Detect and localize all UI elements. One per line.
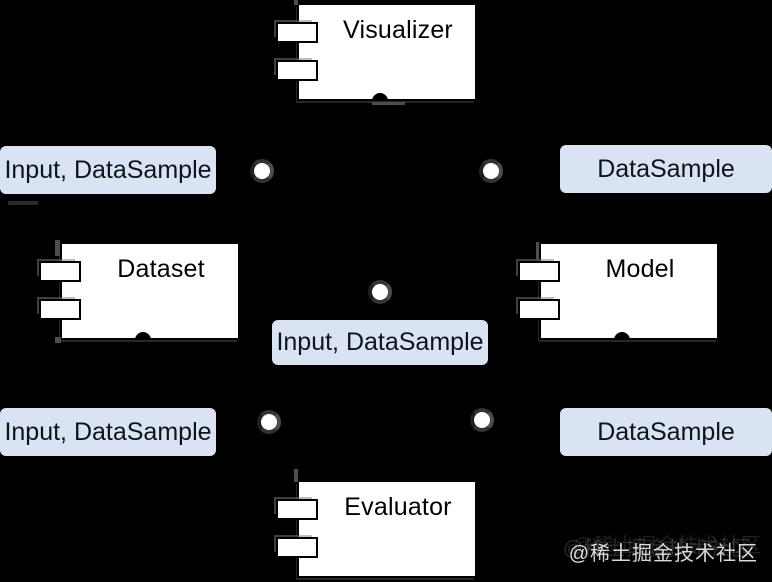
shadow-artifact [55,240,60,256]
socket-notch-icon [135,332,151,340]
interface-ball-icon [250,159,274,183]
component-label: Dataset [117,255,205,283]
port-icon [518,261,560,282]
port-icon [276,499,318,520]
socket-notch-icon [372,93,388,101]
shadow-artifact [55,337,61,343]
watermark: @稀土掘金技术社区 [568,543,758,565]
interface-ball-icon [479,159,503,183]
port-icon [518,299,560,320]
interface-label-bottom-left: Input, DataSample [0,408,216,456]
interface-label-top-right: DataSample [560,145,772,193]
shadow-artifact [294,469,298,482]
interface-ball-icon [257,410,281,434]
interface-label-top-left: Input, DataSample [0,146,216,194]
port-icon [276,22,318,43]
shadow-artifact [8,201,38,205]
shadow-artifact [294,0,298,5]
interface-ball-icon [470,408,494,432]
shadow-artifact [372,102,405,105]
socket-notch-icon [614,332,630,340]
component-visualizer: Visualizer [276,3,477,101]
port-icon [39,299,81,320]
component-label: Evaluator [344,493,452,521]
component-model: Model [518,242,719,340]
port-icon [276,60,318,81]
port-icon [276,537,318,558]
component-label: Visualizer [343,16,453,44]
component-dataset: Dataset [39,242,240,340]
interface-ball-icon [368,280,392,304]
shadow-artifact [536,242,539,260]
component-evaluator: Evaluator [276,480,477,578]
port-icon [39,261,81,282]
interface-label-bottom-right: DataSample [560,408,772,456]
interface-label-center: Input, DataSample [272,320,488,365]
component-label: Model [605,255,675,283]
